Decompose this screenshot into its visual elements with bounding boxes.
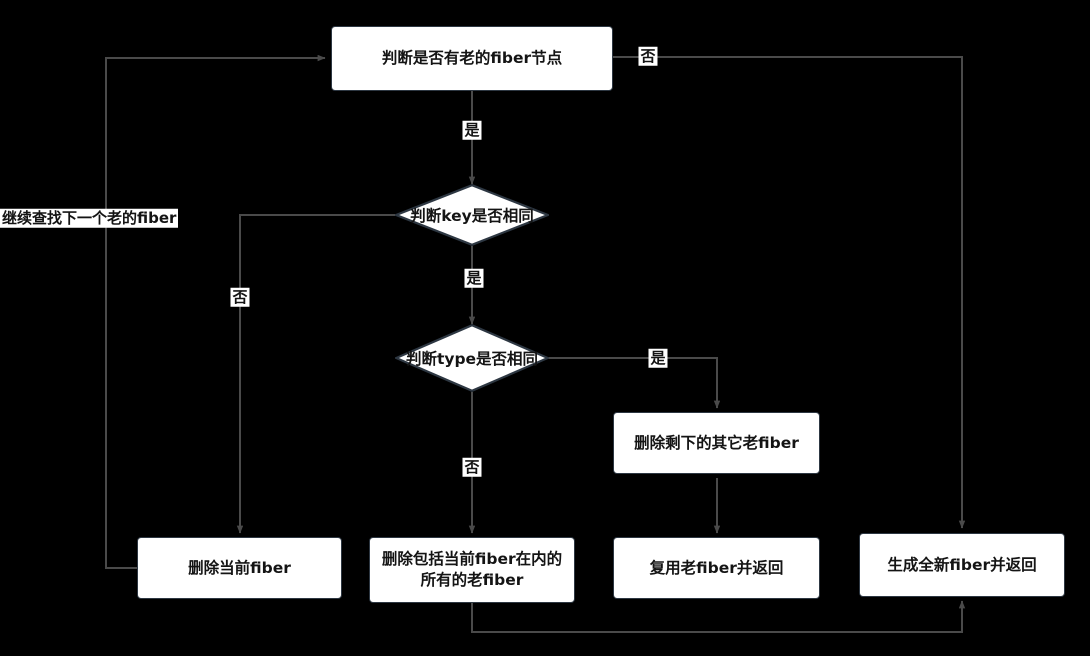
edge-type-yes [548,357,721,409]
edge-delete-all-to-create-new [471,600,966,633]
edge-continue-loop [105,54,326,569]
node-reuse-old[interactable]: 复用老fiber并返回 [613,537,820,599]
node-delete-current[interactable]: 删除当前fiber [137,537,342,599]
node-key-same[interactable]: 判断key是否相同 [395,184,549,246]
diamond-shape-type [395,324,549,392]
edge-label-continue-next-old: 继续查找下一个老的fiber [0,208,179,228]
node-has-old-fiber-label: 判断是否有老的fiber节点 [381,49,563,68]
node-type-same-label: 判断type是否相同 [405,350,539,368]
node-delete-all-old[interactable]: 删除包括当前fiber在内的 所有的老fiber [369,537,575,603]
edge-key-no [236,214,395,534]
node-delete-all-old-label-line1: 删除包括当前fiber在内的 [381,550,563,569]
node-create-new[interactable]: 生成全新fiber并返回 [859,533,1065,597]
node-delete-all-old-label-line2: 所有的老fiber [420,571,524,589]
edge-label-no-old-fiber: 否 [638,46,658,66]
edge-label-key-no: 否 [230,287,250,307]
node-delete-current-label: 删除当前fiber [188,558,291,577]
node-reuse-old-label: 复用老fiber并返回 [649,558,784,577]
node-create-new-label: 生成全新fiber并返回 [887,555,1037,574]
edge-label-type-no: 否 [462,457,482,477]
node-key-same-label: 判断key是否相同 [410,207,534,225]
node-delete-rest-old-label: 删除剩下的其它老fiber [634,433,799,452]
edge-label-type-yes: 是 [648,348,668,368]
diamond-shape-key [395,184,549,246]
node-type-same[interactable]: 判断type是否相同 [395,324,549,392]
node-has-old-fiber[interactable]: 判断是否有老的fiber节点 [331,26,613,91]
edge-label-yes-old-fiber: 是 [462,120,482,140]
edge-label-key-yes: 是 [464,268,484,288]
node-delete-rest-old[interactable]: 删除剩下的其它老fiber [613,412,820,474]
